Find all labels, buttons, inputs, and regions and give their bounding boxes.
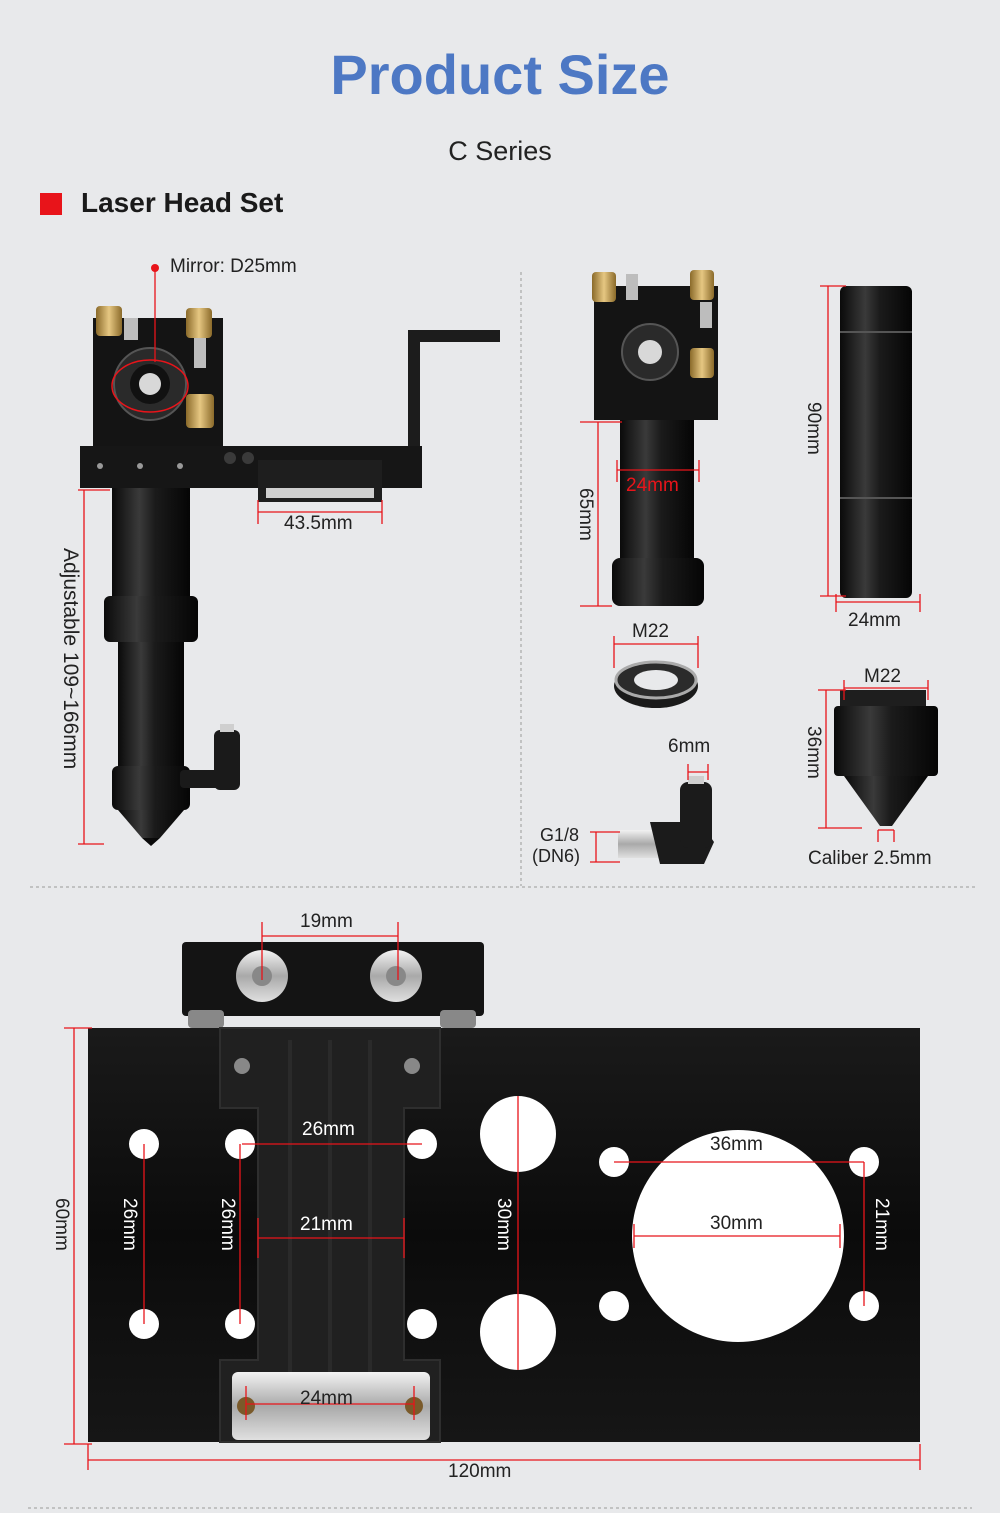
nozzle-caliber-label: Caliber 2.5mm bbox=[808, 848, 932, 869]
section-marker bbox=[40, 193, 62, 215]
ring-holes-v-label: 21mm bbox=[871, 1198, 892, 1251]
slot-width-label: 26mm bbox=[302, 1119, 355, 1140]
mount-diameter-label: 24mm bbox=[626, 475, 679, 496]
inner-holes-label: 26mm bbox=[217, 1198, 238, 1251]
laser-head-assembly bbox=[80, 306, 500, 846]
mirror-pointer-dot bbox=[151, 264, 159, 272]
fitting-tube-label: 6mm bbox=[668, 736, 711, 757]
plate-height-label: 60mm bbox=[51, 1198, 72, 1251]
mounting-plate bbox=[88, 942, 920, 1443]
height-adjust-label: Adjustable 109~166mm bbox=[59, 548, 82, 770]
tube-diameter-label: 24mm bbox=[848, 610, 901, 631]
lens-tube-part bbox=[840, 286, 912, 598]
fitting-thread-label-2: (DN6) bbox=[532, 846, 580, 866]
mirror-label: Mirror: D25mm bbox=[170, 256, 297, 277]
nozzle-part bbox=[834, 690, 938, 826]
bottom-spacing-label: 24mm bbox=[300, 1388, 353, 1409]
big-hole-label: 30mm bbox=[710, 1213, 763, 1234]
fitting-thread-label-1: G1/8 bbox=[540, 825, 580, 845]
nozzle-height-label: 36mm bbox=[803, 726, 824, 779]
large-holes-label: 30mm bbox=[493, 1198, 514, 1251]
tube-length-label: 90mm bbox=[803, 402, 824, 455]
lock-ring-part bbox=[614, 660, 698, 708]
push-fitting-part bbox=[618, 776, 714, 864]
slot-inner-label: 21mm bbox=[300, 1214, 353, 1235]
width-43-label: 43.5mm bbox=[284, 513, 353, 534]
focus-mount-part bbox=[592, 270, 718, 606]
page-subtitle: C Series bbox=[448, 136, 552, 166]
nozzle-thread-label: M22 bbox=[864, 666, 901, 687]
page-title: Product Size bbox=[330, 43, 670, 106]
top-spacing-label: 19mm bbox=[300, 911, 353, 932]
mount-height-label: 65mm bbox=[575, 488, 596, 541]
section-title: Laser Head Set bbox=[81, 187, 284, 218]
ring-thread-label: M22 bbox=[632, 621, 669, 642]
ring-holes-h-label: 36mm bbox=[710, 1134, 763, 1155]
left-holes-label: 26mm bbox=[119, 1198, 140, 1251]
plate-width-label: 120mm bbox=[448, 1461, 512, 1482]
